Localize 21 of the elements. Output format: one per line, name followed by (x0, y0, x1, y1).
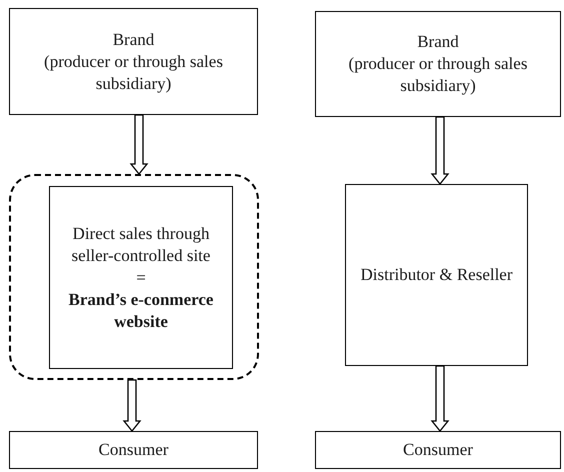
node-text: = (136, 266, 146, 288)
node-text: Distributor & Reseller (360, 264, 513, 286)
block-arrow (430, 116, 450, 186)
node-text: (producer or through sales subsidiary) (348, 53, 528, 97)
node-title: Direct sales through seller-controlled site (70, 222, 212, 266)
process-box (315, 11, 561, 117)
block-arrow (122, 379, 142, 432)
node-text: (producer or through sales subsidiary) (43, 50, 224, 94)
process-box (49, 186, 233, 369)
node-text: Consumer (403, 439, 473, 461)
process-box (315, 431, 561, 469)
process-box (9, 8, 258, 115)
block-arrow (430, 365, 450, 432)
node-title: Brand (417, 31, 459, 53)
node-text: Brand’s e-conmerce website (68, 288, 214, 332)
node-text: Consumer (98, 439, 168, 461)
node-title: Brand (112, 28, 154, 50)
dashed-boundary (9, 174, 259, 380)
block-arrow (130, 114, 148, 176)
process-box (345, 184, 528, 366)
process-box (9, 431, 258, 469)
